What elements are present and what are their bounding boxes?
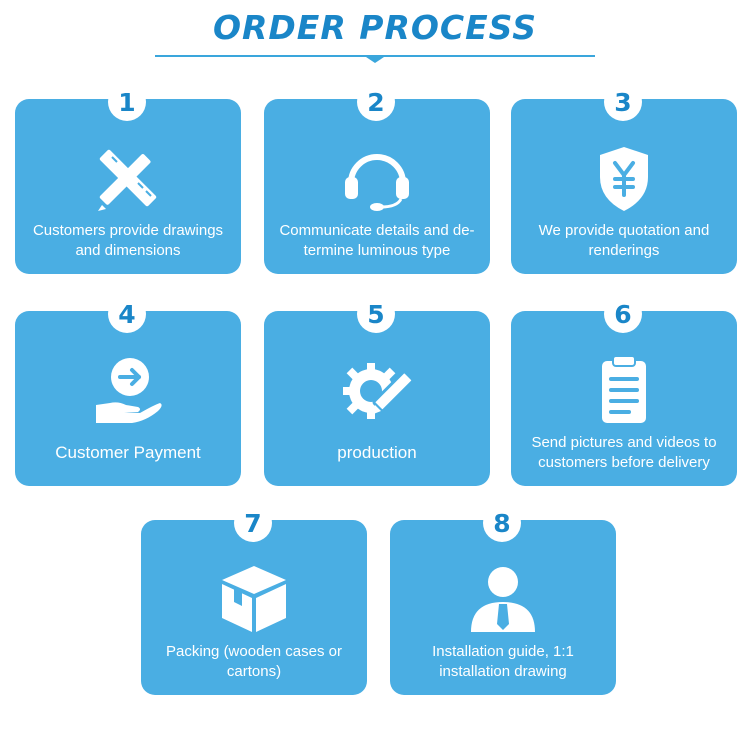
ruler-pencil-icon (88, 143, 168, 213)
step-number-badge: 5 (357, 295, 395, 333)
step-number-badge: 8 (483, 504, 521, 542)
step-label: Customers provide drawings and dimension… (32, 222, 224, 259)
person-icon (463, 564, 543, 634)
step-card-5: 5 production (264, 295, 490, 486)
step-label: Communicate details and de-termine lumin… (279, 222, 475, 259)
gear-pencil-icon (337, 355, 417, 425)
step-label: production (337, 443, 417, 462)
yen-shield-icon (584, 143, 664, 213)
step-number-badge: 4 (108, 295, 146, 333)
headset-icon (337, 143, 417, 213)
page-title: ORDER PROCESS (212, 8, 538, 47)
step-card-8: 8 Installation guide, 1:1 installation d… (390, 504, 616, 695)
step-label: We provide quotation and renderings (538, 222, 710, 259)
step-label: Customer Payment (55, 443, 201, 462)
step-number-badge: 7 (234, 504, 272, 542)
title-divider-notch (363, 55, 387, 63)
step-card-7: 7 Packing (wooden cases or cartons) (141, 504, 367, 695)
box-icon (214, 564, 294, 634)
step-label: Installation guide, 1:1 installation dra… (432, 643, 574, 680)
step-card-2: 2 Communicate details and de-termine lum… (264, 83, 490, 274)
step-label: Packing (wooden cases or cartons) (166, 643, 342, 680)
hand-payment-icon (88, 355, 168, 425)
step-card-3: 3 We provide quotation and renderings (511, 83, 737, 274)
step-number-badge: 2 (357, 83, 395, 121)
step-card-6: 6 Send pictures and videos to customers … (511, 295, 737, 486)
step-label: Send pictures and videos to customers be… (531, 434, 717, 471)
clipboard-icon (584, 355, 664, 425)
step-card-1: 1 Customers provide drawings and dimensi… (15, 83, 241, 274)
step-number-badge: 6 (604, 295, 642, 333)
step-number-badge: 1 (108, 83, 146, 121)
step-card-4: 4 Customer Payment (15, 295, 241, 486)
step-number-badge: 3 (604, 83, 642, 121)
